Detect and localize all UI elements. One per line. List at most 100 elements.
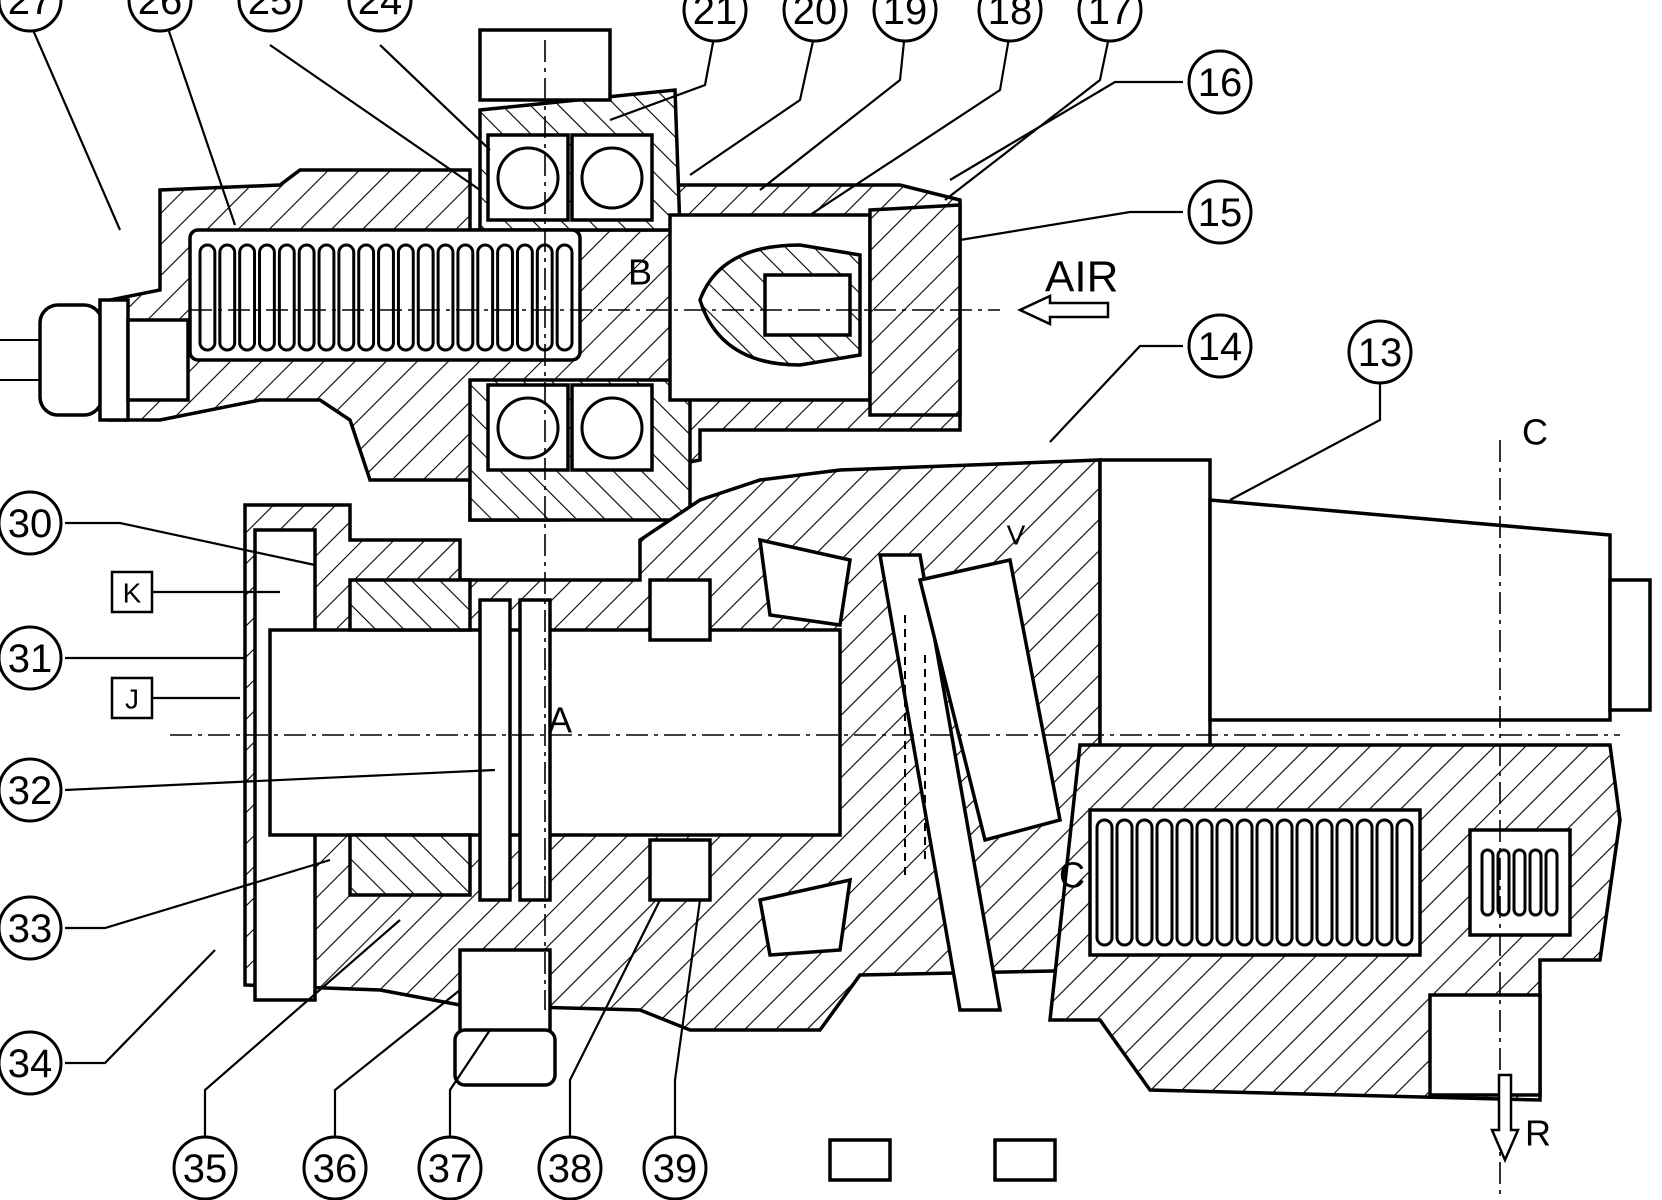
spring-coil (238, 243, 257, 352)
spring-coil (1295, 818, 1314, 947)
callout-number: 24 (358, 0, 403, 23)
callout-number: 15 (1198, 191, 1243, 235)
section-label-c-inner: C (1059, 855, 1085, 896)
relief-fitting (1428, 993, 1542, 1097)
callout-number: 26 (138, 0, 183, 23)
callout-25: 25 (237, 0, 303, 33)
callout-36: 36 (302, 1135, 368, 1200)
callout-number: 25 (248, 0, 293, 23)
callout-13: 13 (1347, 319, 1413, 385)
seal-lower (648, 838, 712, 902)
callout-18: 18 (977, 0, 1043, 43)
callout-24: 24 (347, 0, 413, 33)
spring-coil (1135, 818, 1154, 947)
gear-housing (243, 458, 1102, 1032)
callout-32: 32 (0, 757, 63, 823)
spring-coil (1255, 818, 1274, 947)
callout-number: 18 (988, 0, 1033, 33)
spring-coil (1175, 818, 1194, 947)
callout-30: 30 (0, 490, 63, 556)
callout-17: 17 (1077, 0, 1143, 43)
spring-coil (1275, 818, 1294, 947)
drain-plug (458, 948, 552, 1037)
spring-coil (357, 243, 376, 352)
cylinder-block (877, 458, 1652, 1012)
callout-number: 30 (8, 502, 53, 546)
upper-coil-spring (198, 243, 574, 352)
callout-circle (0, 1030, 63, 1096)
callout-circle (682, 0, 748, 43)
section-label-c: C (1522, 412, 1548, 453)
callout-39: 39 (642, 1135, 708, 1200)
callout-number: 37 (428, 1147, 473, 1191)
check-valve-spring (1480, 848, 1559, 917)
box-k-label: K (123, 578, 142, 609)
shaft-pin (478, 598, 512, 902)
section-label-a: A (548, 700, 572, 741)
callout-21: 21 (682, 0, 748, 43)
callout-number: 14 (1198, 325, 1243, 369)
callout-19: 19 (872, 0, 938, 43)
spring-coil (436, 243, 455, 352)
spring-coil (277, 243, 296, 352)
callout-circle (872, 0, 938, 43)
callout-34: 34 (0, 1030, 63, 1096)
spring-coil (1528, 848, 1543, 917)
section-label-b: B (628, 252, 652, 293)
callout-number: 31 (8, 637, 53, 681)
callout-number: 16 (1198, 61, 1243, 105)
spring-coil (1544, 848, 1559, 917)
callout-circle (0, 0, 63, 33)
spring-coil (1195, 818, 1214, 947)
callout-number: 21 (693, 0, 738, 33)
label-v: V (1007, 520, 1026, 551)
callout-14: 14 (1187, 313, 1253, 379)
air-valve-body (668, 203, 962, 417)
ball-bearings-upper (486, 133, 654, 472)
callout-number: 27 (8, 0, 53, 23)
spring-coil (476, 243, 495, 352)
air-label: AIR (1045, 253, 1118, 302)
spring-coil (555, 243, 574, 352)
spring-coil (515, 243, 534, 352)
spring-coil (456, 243, 475, 352)
spring-coil (396, 243, 415, 352)
box-j (110, 676, 154, 720)
callout-number: 17 (1088, 0, 1133, 33)
spring-coil (1115, 818, 1134, 947)
callout-35: 35 (172, 1135, 238, 1200)
callout-circle (417, 1135, 483, 1200)
callout-circle (537, 1135, 603, 1200)
lower-right-housing (1048, 743, 1622, 1102)
callout-circle (1187, 313, 1253, 379)
callout-circle (1187, 49, 1253, 115)
taper-roller-lower (757, 877, 853, 957)
callout-number: 39 (653, 1147, 698, 1191)
lower-coil-spring (1095, 818, 1414, 947)
spring-coil (377, 243, 395, 352)
callout-number: 36 (313, 1147, 358, 1191)
callout-27: 27 (0, 0, 63, 33)
leader-lines (18, 0, 1382, 1140)
spring-coil (1315, 818, 1334, 947)
callout-number: 20 (793, 0, 838, 33)
callout-number: 19 (883, 0, 928, 33)
spring-coil (258, 243, 276, 352)
spring-coil (337, 243, 356, 352)
callout-15: 15 (1187, 179, 1253, 245)
callout-20: 20 (782, 0, 848, 43)
callout-number: 34 (8, 1042, 53, 1086)
air-inlet-arrow (1017, 294, 1110, 326)
callout-circle (1187, 179, 1253, 245)
seal-upper (648, 578, 712, 642)
spring-coil (416, 243, 435, 352)
taper-roller-upper (757, 537, 852, 627)
callout-circle (172, 1135, 238, 1200)
spring-coil (1095, 818, 1114, 947)
spring-coil (1480, 848, 1495, 917)
spring-coil (218, 243, 237, 352)
spring-coil (1335, 818, 1354, 947)
spring-coil (496, 243, 514, 352)
callout-circle (0, 757, 63, 823)
